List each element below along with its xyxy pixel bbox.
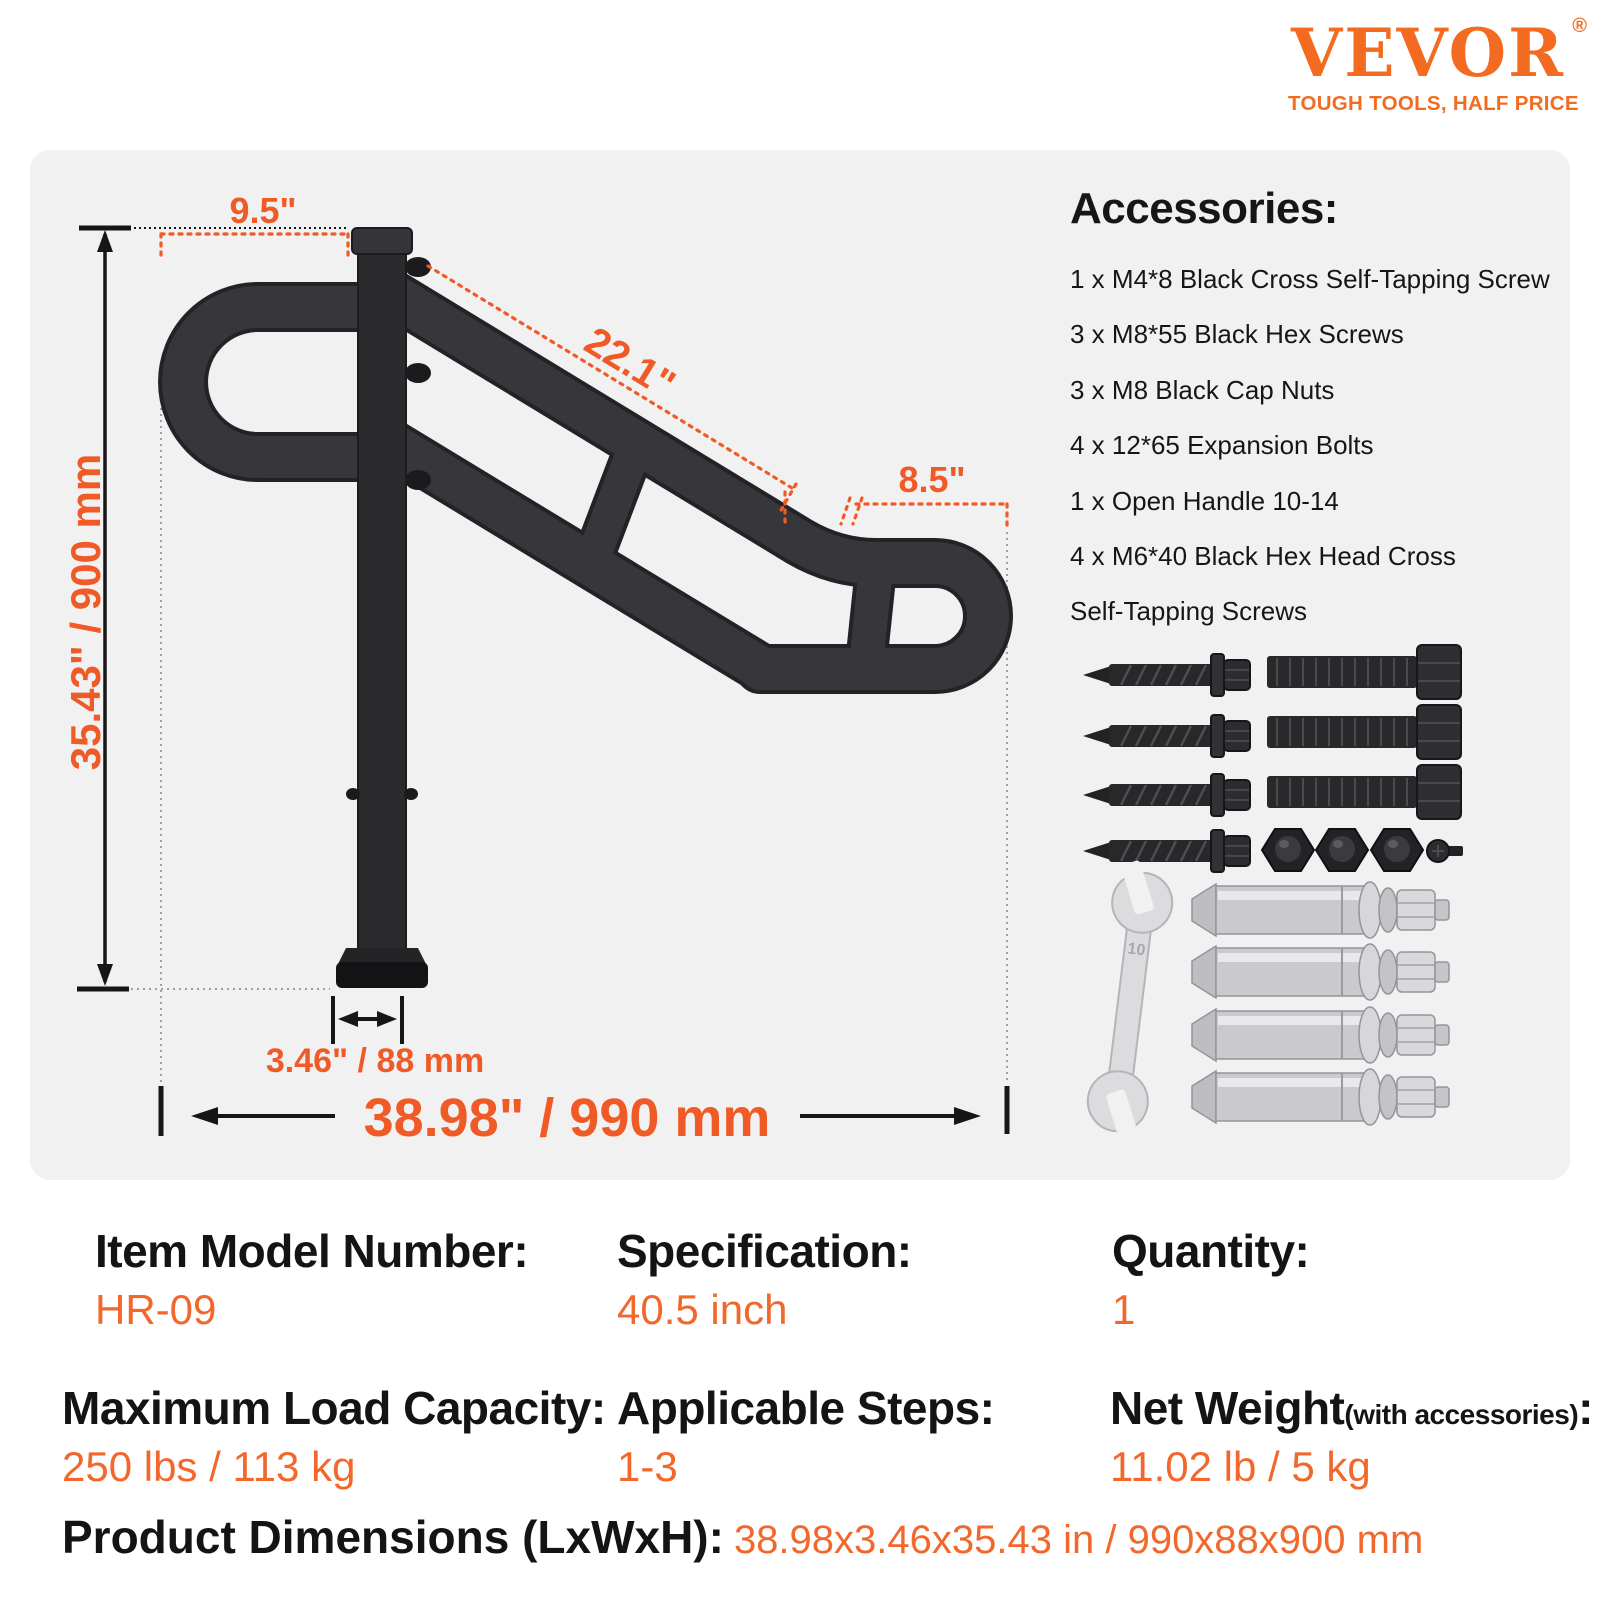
spec-label: Quantity: — [1112, 1225, 1310, 1277]
spec-label: Item Model Number: — [95, 1225, 529, 1277]
accessory-item: 3 x M8*55 Black Hex Screws — [1070, 319, 1404, 350]
expansion-bolt-icon — [1191, 1068, 1450, 1126]
post-bolt — [405, 470, 431, 490]
cap-nut-icon — [1315, 828, 1369, 872]
vevor-logo: VEVOR® TOUGH TOOLS, HALF PRICE — [1288, 16, 1587, 116]
spec-value: 1 — [1112, 1286, 1136, 1333]
base-plate-top — [338, 948, 426, 964]
spec-value: 1-3 — [617, 1443, 678, 1490]
accessory-item: 1 x Open Handle 10-14 — [1070, 485, 1339, 516]
net-weight-suffix: (with accessories) — [1344, 1399, 1579, 1430]
dim-height: 35.43" / 900 mm — [62, 454, 109, 770]
expansion-bolt-icon — [1191, 1006, 1450, 1064]
hardware-icons: 10 — [1081, 644, 1464, 1144]
dim-end-width: 8.5" — [898, 459, 965, 500]
handrail-diagram: 9.5" 22.1" 8.5" 35.43" / 900 mm 38.98" /… — [62, 190, 1464, 1148]
spec-item-model: Item Model Number: HR-09 — [95, 1224, 529, 1334]
diagram-panel: 9.5" 22.1" 8.5" 35.43" / 900 mm 38.98" /… — [30, 150, 1570, 1180]
spec-quantity: Quantity: 1 — [1112, 1224, 1310, 1334]
brand-text: VEVOR — [1291, 14, 1565, 92]
hex-screw-icon — [1266, 644, 1462, 700]
post-bolt — [346, 788, 360, 800]
spec-value: 40.5 inch — [617, 1286, 788, 1333]
handrail-post — [336, 227, 431, 988]
spec-net-weight: Net Weight(with accessories): 11.02 lb /… — [1110, 1381, 1593, 1491]
self-tapping-screw-icon — [1081, 652, 1252, 698]
dim-total-width: 38.98" / 990 mm — [364, 1088, 771, 1148]
cap-nut-icon — [1261, 828, 1315, 872]
brand-name: VEVOR® — [1291, 16, 1587, 87]
spec-value: HR-09 — [95, 1286, 217, 1333]
net-weight-label: Net Weight — [1110, 1382, 1345, 1434]
spec-value: 38.98x3.46x35.43 in / 990x88x900 mm — [733, 1518, 1424, 1562]
spec-label: Net Weight(with accessories): — [1110, 1381, 1593, 1435]
projection-guides — [131, 408, 1008, 1084]
spec-label: Specification: — [617, 1225, 912, 1277]
spec-label: Maximum Load Capacity: — [62, 1382, 606, 1434]
handrail-tubes — [158, 263, 1013, 694]
cross-screw-icon — [1426, 839, 1464, 863]
spec-steps: Applicable Steps: 1-3 — [617, 1381, 995, 1491]
brand-tagline: TOUGH TOOLS, HALF PRICE — [1288, 92, 1579, 116]
self-tapping-screw-icon — [1081, 713, 1252, 759]
dim-top-width: 9.5" — [229, 190, 296, 231]
spec-max-load: Maximum Load Capacity: 250 lbs / 113 kg — [62, 1381, 606, 1491]
accessory-item: 3 x M8 Black Cap Nuts — [1070, 374, 1335, 405]
wrench-size-mark: 10 — [1127, 940, 1147, 959]
spec-label: Applicable Steps: — [617, 1382, 995, 1434]
post-bolt — [405, 257, 431, 277]
accessory-item: 1 x M4*8 Black Cross Self-Tapping Screw — [1070, 264, 1550, 294]
self-tapping-screw-icon — [1081, 828, 1252, 874]
hex-screw-icon — [1266, 764, 1462, 820]
spec-value: 11.02 lb / 5 kg — [1110, 1443, 1371, 1490]
dimension-lines — [77, 225, 1010, 1136]
registered-mark: ® — [1572, 15, 1589, 37]
accessory-item: 4 x 12*65 Expansion Bolts — [1070, 430, 1374, 461]
post-bolt — [405, 363, 431, 383]
wrench-icon: 10 — [1086, 860, 1174, 1144]
spec-product-dimensions: Product Dimensions (LxWxH):38.98x3.46x35… — [62, 1510, 1423, 1564]
net-weight-colon: : — [1578, 1382, 1593, 1434]
dim-base-width: 3.46" / 88 mm — [266, 1042, 484, 1080]
orange-dimension-guides — [159, 232, 1009, 530]
accessories-title: Accessories: — [1070, 184, 1338, 233]
self-tapping-screw-icon — [1081, 772, 1252, 818]
accessories-list: Accessories: 1 x M4*8 Black Cross Self-T… — [1070, 184, 1570, 640]
expansion-bolt-icon — [1191, 943, 1450, 1001]
base-plate — [336, 962, 428, 988]
spec-specification: Specification: 40.5 inch — [617, 1224, 912, 1334]
spec-label: Product Dimensions (LxWxH): — [62, 1511, 724, 1563]
hex-screw-icon — [1266, 704, 1462, 760]
expansion-bolt-icon — [1191, 881, 1450, 939]
accessory-item: Self-Tapping Screws — [1070, 596, 1307, 627]
spec-value: 250 lbs / 113 kg — [62, 1443, 356, 1490]
cap-nut-icon — [1370, 828, 1424, 872]
accessory-item: 4 x M6*40 Black Hex Head Cross — [1070, 541, 1456, 572]
post-bolt — [404, 788, 418, 800]
